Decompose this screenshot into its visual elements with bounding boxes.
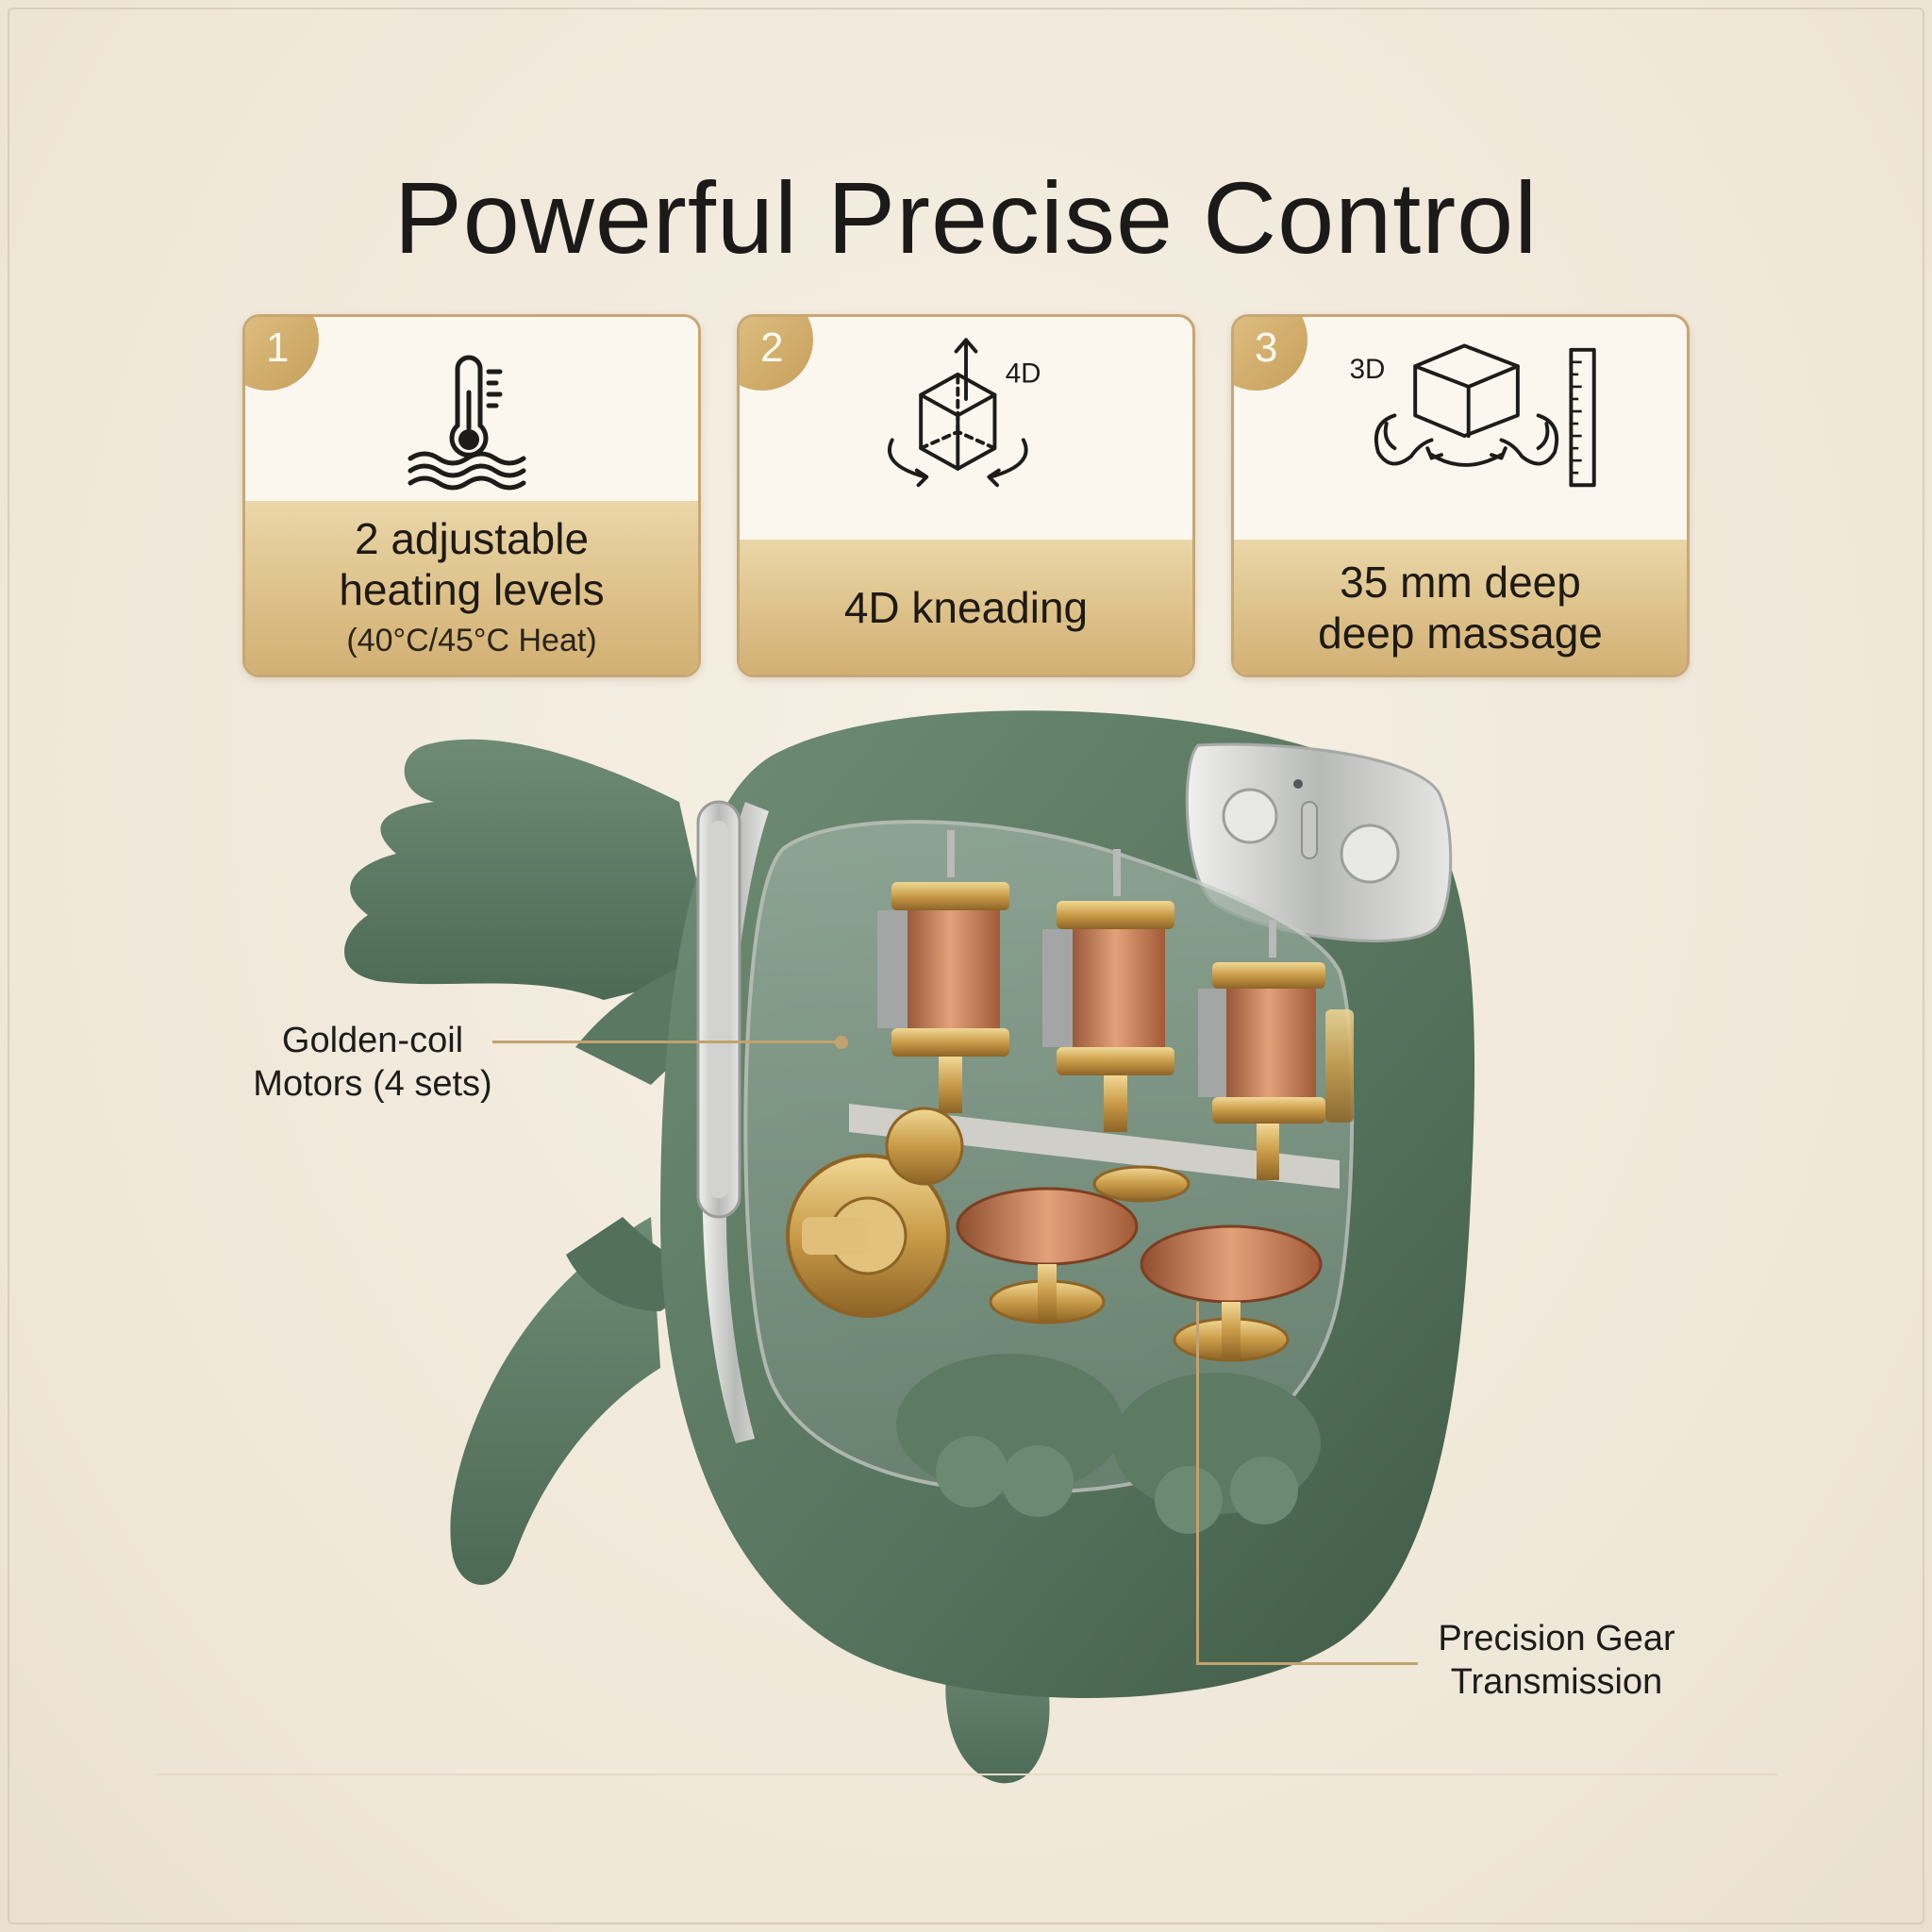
4d-cube-rotation-icon: 4D [888,338,1041,488]
feature-number: 3 [1255,325,1278,371]
feature-label-line1: 35 mm deep [1340,557,1581,607]
feature-number: 1 [266,325,290,371]
feature-label-band: 2 adjustable heating levels (40°C/45°C H… [245,501,698,675]
feature-number: 2 [760,325,784,371]
feature-label-line2: heating levels [339,565,605,614]
feature-label-line2: deep massage [1318,608,1603,658]
feature-label-band: 35 mm deep deep massage [1234,540,1687,675]
page-title: Powerful Precise Control [393,160,1539,275]
feature-card-heating: 1 2 adjustable heating levels (40°C/45°C… [242,314,701,677]
callout-motors-leader-line [492,1041,841,1043]
callout-gears-line2: Transmission [1450,1662,1663,1702]
callout-motors-dot [835,1036,848,1049]
feature-label-line1: 4D kneading [843,582,1089,632]
callout-motors: Golden-coil Motors (4 sets) [226,1019,519,1106]
3d-cube-ruler-icon: 3D [1350,343,1596,488]
feature-label-line3: (40°C/45°C Heat) [346,623,597,658]
3d-icon-label: 3D [1350,354,1386,385]
4d-icon-label: 4D [1006,358,1041,390]
callout-gears-line1: Precision Gear [1438,1619,1675,1658]
callout-gears-leader-horizontal [1196,1662,1418,1665]
bottom-divider [156,1774,1778,1775]
callout-motors-line1: Golden-coil [281,1021,464,1060]
feature-label-line1: 2 adjustable [354,514,590,563]
page-frame [8,8,1924,1924]
thermometer-heat-icon [408,355,526,491]
callout-motors-line2: Motors (4 sets) [253,1064,492,1104]
callout-gears: Precision Gear Transmission [1424,1617,1689,1704]
feature-label-band: 4D kneading [740,540,1192,675]
callout-gears-leader-vertical [1196,1302,1199,1664]
feature-card-deep-massage: 3 [1231,314,1690,677]
massager-product-image [344,710,1475,1784]
feature-card-kneading: 2 4D 4D kneading [737,314,1195,677]
